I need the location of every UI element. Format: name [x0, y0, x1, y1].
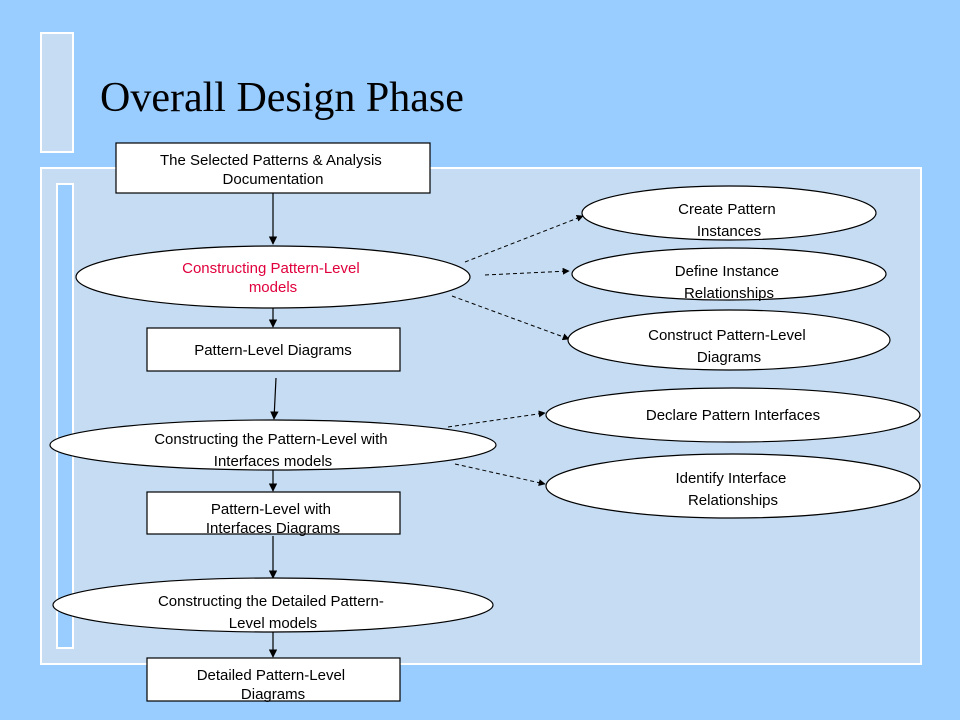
node-interfaces-diagrams: Pattern-Level with Interfaces Diagrams [146, 491, 401, 537]
edge-diagrams-to-interfaces-models [270, 377, 279, 420]
svg-text:Define Instance Relation: Define Instance Relationships [675, 263, 783, 302]
svg-text:Detailed Pattern-Level D: Detailed Pattern-Level Diagrams [197, 667, 350, 703]
node-detailed-diagrams: Detailed Pattern-Level Diagrams [146, 657, 401, 703]
node-constructing-detailed-models-line-1: Constructing the Detailed Pattern- [158, 593, 384, 610]
svg-text:Constructing Pattern-Level: Constructing Pattern-Level models [182, 260, 364, 296]
node-detailed-diagrams-line-2: Diagrams [241, 686, 305, 703]
edge-to-declare-interfaces [447, 410, 546, 428]
node-constructing-interfaces-models-line-1: Constructing the Pattern-Level with [154, 431, 387, 448]
node-create-pattern-instances-line-1: Create Pattern [678, 201, 776, 218]
node-create-pattern-instances-line-2: Instances [697, 223, 761, 240]
node-constructing-detailed-models-line-2: Level models [229, 615, 317, 632]
node-constructing-detailed-models: Constructing the Detailed Pattern- Level… [52, 577, 494, 633]
svg-text:The Selected Patterns & Analys: The Selected Patterns & Analysis Documen… [160, 152, 386, 188]
node-constructing-pattern-level-models-line-2: models [249, 279, 297, 296]
node-construct-pattern-level-diagrams-line-1: Construct Pattern-Level [648, 327, 806, 344]
node-declare-pattern-interfaces: Declare Pattern Interfaces [545, 387, 921, 443]
edge-to-create-instances [464, 215, 584, 263]
node-constructing-interfaces-models-line-2: Interfaces models [214, 453, 332, 470]
node-define-instance-relationships-line-1: Define Instance [675, 263, 779, 280]
node-construct-pattern-level-diagrams: Construct Pattern-Level Diagrams [567, 309, 891, 371]
node-detailed-diagrams-line-1: Detailed Pattern-Level [197, 667, 345, 684]
node-pattern-level-diagrams: Pattern-Level Diagrams [146, 327, 401, 372]
node-identify-interface-relationships-line-1: Identify Interface [675, 470, 786, 487]
node-constructing-pattern-level-models-line-1: Constructing Pattern-Level [182, 260, 360, 277]
node-declare-pattern-interfaces-label: Declare Pattern Interfaces [646, 407, 820, 424]
svg-text:Create Pattern Instances: Create Pattern Instances [678, 201, 780, 240]
node-pattern-level-diagrams-label: Pattern-Level Diagrams [194, 342, 352, 359]
node-selected-patterns-line-2: Documentation [223, 171, 324, 188]
svg-text:Construct Pattern-Level: Construct Pattern-Level Diagrams [648, 327, 810, 366]
node-selected-patterns-line-1: The Selected Patterns & Analysis [160, 152, 382, 169]
node-identify-interface-relationships: Identify Interface Relationships [545, 453, 921, 519]
node-construct-pattern-level-diagrams-line-2: Diagrams [697, 349, 761, 366]
content-accent-bar [56, 183, 74, 649]
node-create-pattern-instances: Create Pattern Instances [581, 185, 877, 241]
node-constructing-interfaces-models: Constructing the Pattern-Level with Inte… [49, 419, 497, 471]
svg-text:Pattern-Level with Inter: Pattern-Level with Interfaces Diagrams [206, 501, 340, 537]
title-accent-bar [40, 32, 74, 153]
svg-text:Identify Interface Relat: Identify Interface Relationships [675, 470, 790, 509]
page-title: Overall Design Phase [100, 75, 464, 121]
node-constructing-pattern-level-models: Constructing Pattern-Level models [75, 245, 471, 309]
node-define-instance-relationships-line-2: Relationships [684, 285, 774, 302]
node-interfaces-diagrams-line-1: Pattern-Level with [211, 501, 331, 518]
edge-to-define-relationships [484, 267, 570, 276]
node-identify-interface-relationships-line-2: Relationships [688, 492, 778, 509]
svg-text:Constructing the Detailed Patt: Constructing the Detailed Pattern- Level… [158, 593, 388, 632]
node-define-instance-relationships: Define Instance Relationships [571, 247, 887, 302]
edge-to-identify-relationships [454, 463, 546, 487]
node-selected-patterns: The Selected Patterns & Analysis Documen… [115, 142, 431, 194]
svg-text:Constructing the Pattern-Level: Constructing the Pattern-Level with Inte… [154, 431, 392, 470]
node-interfaces-diagrams-line-2: Interfaces Diagrams [206, 520, 340, 537]
